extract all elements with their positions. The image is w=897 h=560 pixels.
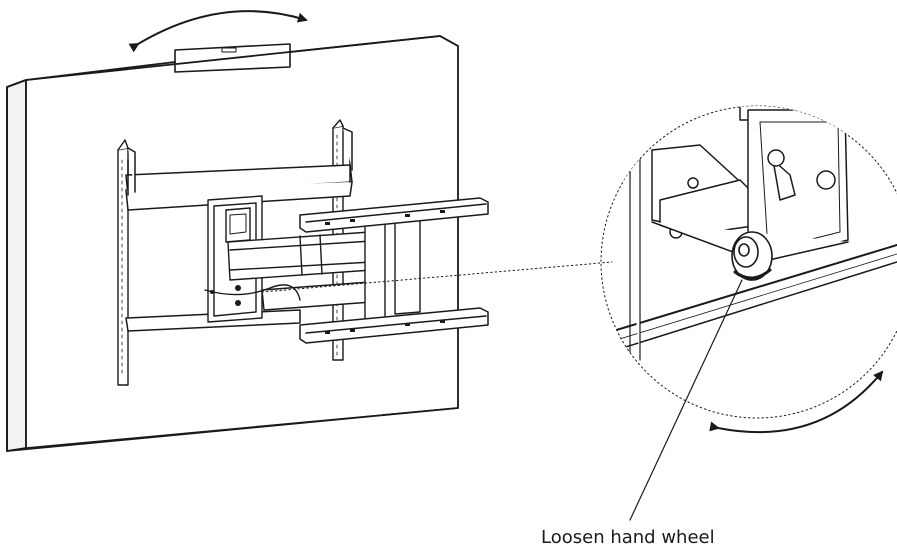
wall-plate-top (125, 127, 353, 211)
hand-wheel (731, 231, 773, 281)
tv-bracket-vertical (364, 219, 421, 321)
hand-wheel-callout-label: Loosen hand wheel (541, 527, 715, 548)
swivel-arrow-top (128, 10, 308, 53)
detail-view (601, 106, 897, 361)
swing-arm (227, 231, 373, 311)
tilt-arrow-bottom (709, 370, 884, 434)
wall-panel (6, 35, 459, 452)
tv-rail-top (299, 197, 489, 233)
zoom-leader (261, 261, 613, 293)
callout-leader (629, 279, 743, 521)
tv-rail-slots (210, 210, 445, 334)
tv-rail-bottom (299, 307, 489, 344)
